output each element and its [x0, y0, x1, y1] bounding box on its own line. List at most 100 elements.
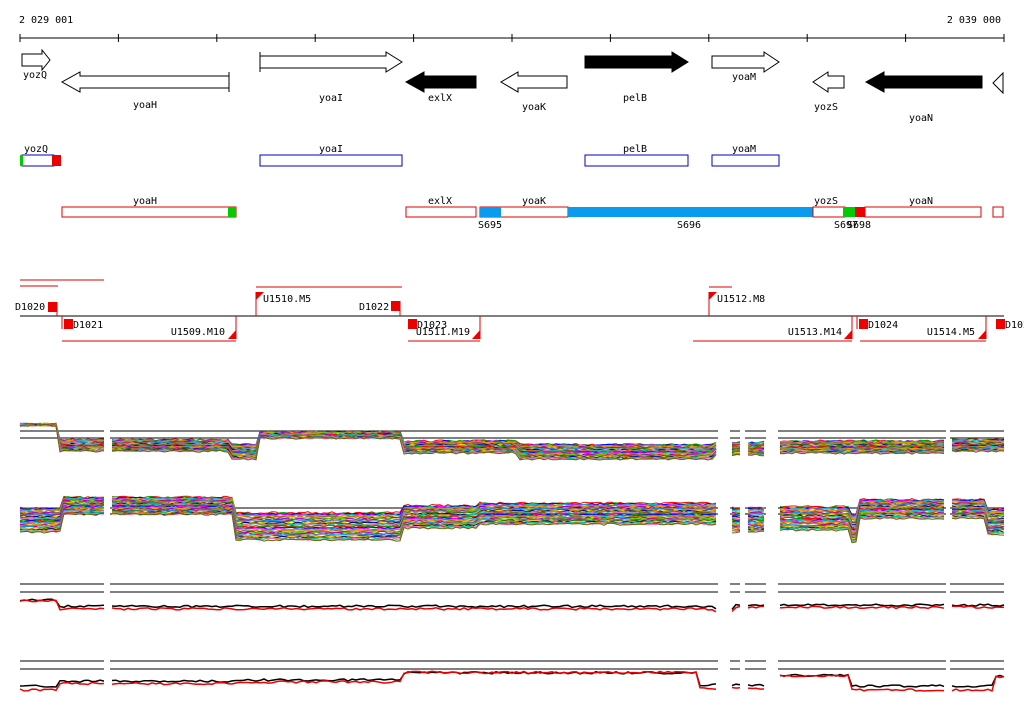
segment-label-S696: S696 [677, 220, 701, 231]
box-label-yoaM: yoaM [732, 144, 756, 155]
segment-label-S695: S695 [478, 220, 502, 231]
box-partial[interactable] [992, 206, 1004, 218]
marker-D1021[interactable] [64, 319, 73, 329]
gap [946, 410, 950, 462]
box-label-exlX: exlX [428, 196, 452, 207]
gene-arrow-pelB[interactable] [584, 51, 689, 73]
expression-plot-pair-2 [19, 655, 1005, 698]
box-label-yozQ: yozQ [24, 144, 48, 155]
gene-label-yoaN: yoaN [909, 113, 933, 124]
gap [104, 410, 110, 462]
gap [946, 488, 950, 542]
marker-D1024[interactable] [859, 319, 868, 329]
box-yoaI[interactable] [259, 154, 403, 167]
box-pelB[interactable] [584, 154, 689, 167]
green-marker [843, 207, 855, 217]
marker-D1022[interactable] [391, 301, 400, 311]
gap [766, 488, 778, 542]
marker-label-D1024: D1024 [868, 320, 898, 331]
gap [740, 578, 745, 620]
marker-D102[interactable] [996, 319, 1005, 329]
flag-U1510.M5[interactable] [256, 292, 264, 300]
box-yoaN[interactable] [864, 206, 982, 218]
box-yoaM[interactable] [711, 154, 780, 167]
gene-arrow-exlX[interactable] [404, 71, 477, 93]
green-marker [228, 207, 236, 217]
gene-arrow-yoaN[interactable] [864, 71, 983, 93]
trace [19, 670, 1005, 688]
red-box-track: yoaH exlX yoaK yozS yoaN S695 S696 S697 … [61, 196, 1004, 231]
gene-label-yoaI: yoaI [319, 93, 343, 104]
flag-U1514.M5[interactable] [978, 330, 986, 339]
gene-label-yozQ: yozQ [23, 70, 47, 81]
marker-D1023[interactable] [408, 319, 417, 329]
gap [766, 410, 778, 462]
segment-S696[interactable] [568, 207, 813, 217]
gap [104, 488, 110, 542]
segment-S695[interactable] [480, 207, 501, 217]
gene-arrow-yoaH[interactable] [60, 71, 230, 93]
gap [740, 655, 745, 698]
box-label-yoaI: yoaI [319, 144, 343, 155]
flag-U1512.M8[interactable] [709, 292, 717, 300]
segment-label-S698: S698 [847, 220, 871, 231]
trace [19, 670, 1005, 692]
coordinate-ruler: 2 029 001 2 039 000 [19, 15, 1005, 42]
flag-U1509.M10[interactable] [228, 330, 236, 339]
marker-D1020[interactable] [48, 302, 57, 312]
gap [718, 655, 730, 698]
gene-label-pelB: pelB [623, 93, 647, 104]
gap [718, 578, 730, 620]
gene-arrow-yozQ[interactable] [21, 48, 51, 72]
marker-label-U1510.M5: U1510.M5 [263, 294, 311, 305]
marker-label-D102: D102 [1005, 320, 1024, 331]
gap [740, 488, 745, 542]
ruler-end-label: 2 039 000 [947, 15, 1001, 26]
flag-U1511.M19[interactable] [472, 330, 480, 339]
gene-arrow-track: yozQ yoaH yoaI exlX yoaK pelB yoaM yozS … [21, 48, 1004, 124]
marker-label-U1511.M19: U1511.M19 [416, 327, 470, 338]
gene-label-yoaH: yoaH [133, 100, 157, 111]
red-marker [855, 207, 865, 217]
box-exlX[interactable] [405, 206, 477, 218]
trace [19, 599, 1005, 613]
gap [718, 488, 730, 542]
box-label-pelB: pelB [623, 144, 647, 155]
expression-plot-multi-1 [19, 410, 1005, 462]
marker-label-D1020: D1020 [15, 302, 45, 313]
marker-label-U1509.M10: U1509.M10 [171, 327, 225, 338]
gap [740, 410, 745, 462]
gap [946, 578, 950, 620]
gene-label-yoaK: yoaK [522, 102, 546, 113]
gene-arrow-partial[interactable] [992, 71, 1004, 95]
gap [766, 655, 778, 698]
gap [718, 410, 730, 462]
flag-U1513.M14[interactable] [844, 330, 852, 339]
marker-label-D1022: D1022 [359, 302, 389, 313]
marker-label-U1513.M14: U1513.M14 [788, 327, 842, 338]
gap [766, 578, 778, 620]
box-yozS[interactable] [812, 206, 846, 218]
expression-plot-pair-1 [19, 578, 1005, 620]
marker-label-D1023: D1023 [417, 320, 447, 331]
box-yozQ[interactable] [21, 154, 55, 167]
marker-label-U1512.M8: U1512.M8 [717, 294, 765, 305]
gene-arrow-yoaM[interactable] [711, 51, 780, 73]
gene-arrow-yoaK[interactable] [500, 71, 568, 93]
trace [19, 423, 1005, 461]
gene-label-yozS: yozS [814, 102, 838, 113]
red-marker [52, 155, 61, 166]
gene-arrow-yoaI[interactable] [259, 51, 403, 73]
box-label-yoaK: yoaK [522, 196, 546, 207]
trace [19, 598, 1005, 610]
segment-label-S697: S697 [834, 220, 858, 231]
ruler-start-label: 2 029 001 [19, 15, 73, 26]
box-label-yoaH: yoaH [133, 196, 157, 207]
gene-arrow-yozS[interactable] [812, 71, 845, 93]
gap [104, 655, 110, 698]
marker-label-U1514.M5: U1514.M5 [927, 327, 975, 338]
box-label-yozS: yozS [814, 196, 838, 207]
box-yoaH[interactable] [61, 206, 237, 218]
gap [104, 578, 110, 620]
marker-track: D1020 U1510.M5 D1022 U1512.M8 D1021 U150… [15, 279, 1024, 342]
